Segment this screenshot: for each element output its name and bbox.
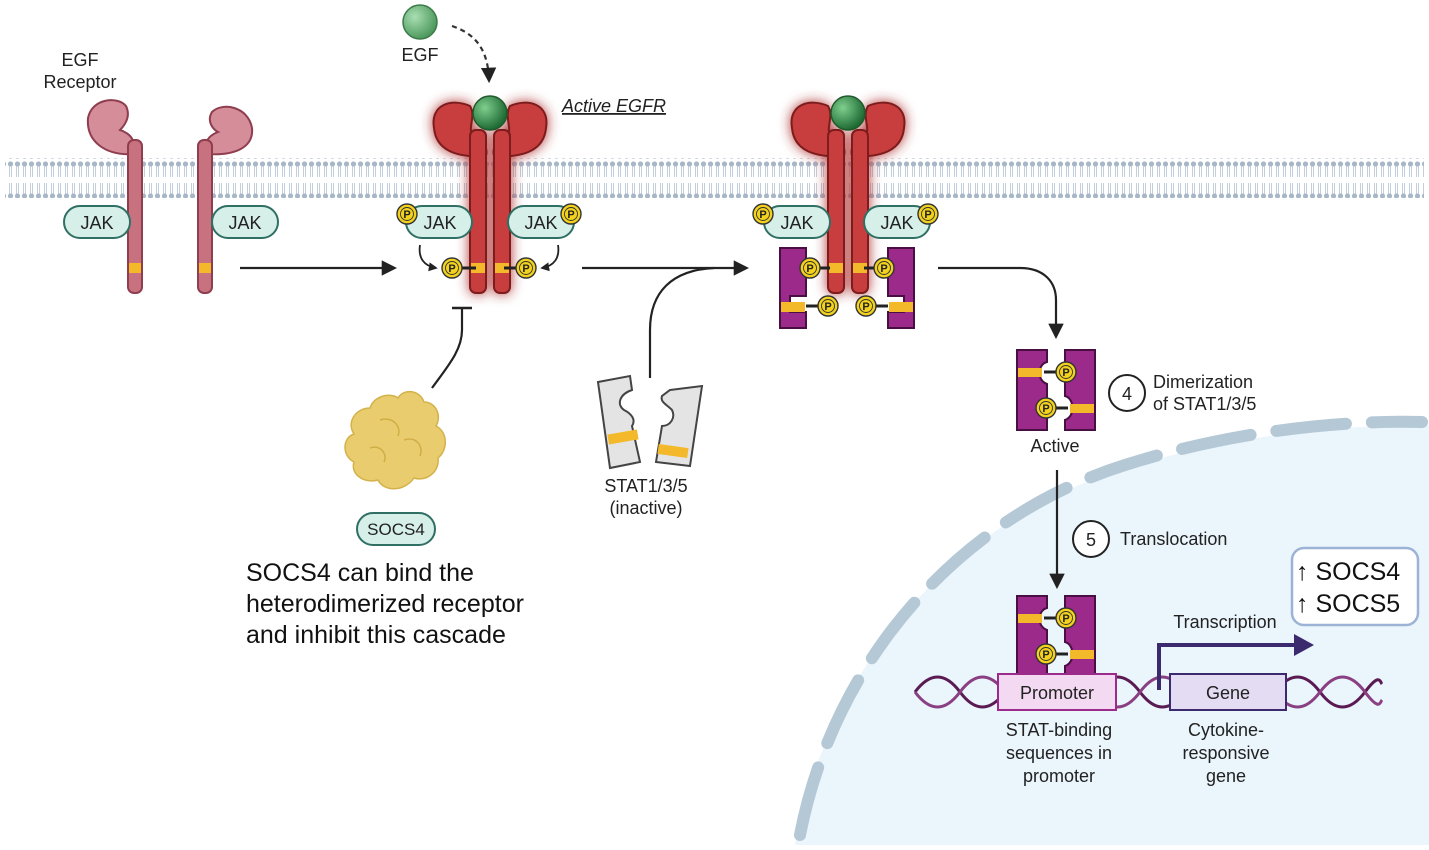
stat-recruit-curve bbox=[648, 266, 715, 378]
jak-right-1: JAK bbox=[211, 205, 279, 239]
svg-text:Gene: Gene bbox=[1206, 683, 1250, 703]
gene-desc-3: gene bbox=[1206, 766, 1246, 786]
step-4-label-2: of STAT1/3/5 bbox=[1153, 394, 1256, 414]
jak-left-1: JAK bbox=[63, 205, 131, 239]
jak-right-3: JAK bbox=[863, 203, 939, 239]
svg-text:JAK: JAK bbox=[228, 213, 261, 233]
svg-text:JAK: JAK bbox=[880, 213, 913, 233]
transcription-arrow bbox=[1157, 643, 1298, 690]
step-5-marker: 5 bbox=[1072, 520, 1110, 558]
svg-text:JAK: JAK bbox=[524, 213, 557, 233]
egf-bound-2 bbox=[830, 95, 866, 131]
socs4-note-line-2: heterodimerized receptor bbox=[246, 590, 524, 618]
egf-binding-arrow bbox=[451, 24, 497, 84]
output-box: ↑ SOCS4 ↑ SOCS5 bbox=[1290, 546, 1420, 627]
svg-text:JAK: JAK bbox=[423, 213, 456, 233]
socs4-badge: SOCS4 bbox=[356, 512, 436, 546]
arrow-dimerization bbox=[938, 266, 1064, 340]
output-socs5: ↑ SOCS5 bbox=[1296, 590, 1400, 618]
phospho-site-1 bbox=[441, 257, 463, 279]
svg-text:SOCS4: SOCS4 bbox=[367, 520, 425, 539]
stat-dimer-active bbox=[1016, 349, 1096, 431]
gene-box: Gene bbox=[1169, 673, 1287, 711]
egf-receptor-inactive bbox=[86, 99, 254, 294]
inhibition-line bbox=[431, 308, 464, 389]
stat-bound-left bbox=[779, 247, 807, 329]
gene-desc-1: Cytokine- bbox=[1188, 720, 1264, 740]
socs4-note-line-3: and inhibit this cascade bbox=[246, 621, 506, 649]
socs4-protein bbox=[344, 390, 446, 490]
jak-left-3: JAK bbox=[752, 203, 831, 239]
svg-text:JAK: JAK bbox=[80, 213, 113, 233]
svg-text:4: 4 bbox=[1122, 384, 1132, 404]
stat-bound-right bbox=[887, 247, 915, 329]
promoter-desc-1: STAT-binding bbox=[1006, 720, 1112, 740]
output-socs4: ↑ SOCS4 bbox=[1296, 558, 1400, 586]
promoter-desc-2: sequences in bbox=[1006, 743, 1112, 763]
egf-bound-1 bbox=[472, 95, 508, 131]
jak-left-2: JAK bbox=[396, 203, 473, 239]
step-4-label: Dimerization bbox=[1153, 372, 1253, 392]
stat-dimer-promoter bbox=[1016, 595, 1096, 677]
cell-membrane bbox=[5, 158, 1424, 198]
stat-inactive bbox=[596, 374, 704, 470]
step-5-label: Translocation bbox=[1120, 529, 1227, 549]
svg-text:JAK: JAK bbox=[780, 213, 813, 233]
stat-inactive-label-2: (inactive) bbox=[609, 498, 682, 518]
promoter-box: Promoter bbox=[997, 673, 1117, 711]
socs4-note-line-1: SOCS4 can bind the bbox=[246, 559, 474, 587]
active-egfr-dimer-1 bbox=[432, 101, 548, 294]
nuclear-envelope bbox=[794, 415, 1428, 841]
active-egfr-label: Active EGFR bbox=[561, 96, 666, 116]
promoter-desc-3: promoter bbox=[1023, 766, 1095, 786]
egf-ligand bbox=[402, 4, 438, 40]
transcription-label: Transcription bbox=[1173, 612, 1276, 632]
svg-text:5: 5 bbox=[1086, 530, 1096, 550]
active-egfr-dimer-2 bbox=[790, 101, 906, 294]
nucleus bbox=[794, 415, 1429, 845]
egf-receptor-label: EGF bbox=[61, 50, 98, 70]
step-4-marker: 4 bbox=[1108, 374, 1146, 412]
phospho-site-2 bbox=[515, 257, 537, 279]
gene-desc-2: responsive bbox=[1182, 743, 1269, 763]
jak-right-2: JAK bbox=[507, 203, 582, 239]
egf-label: EGF bbox=[401, 45, 438, 65]
svg-text:Promoter: Promoter bbox=[1020, 683, 1094, 703]
egf-receptor-label-2: Receptor bbox=[43, 72, 116, 92]
stat-inactive-label: STAT1/3/5 bbox=[604, 476, 687, 496]
active-label: Active bbox=[1030, 436, 1079, 456]
